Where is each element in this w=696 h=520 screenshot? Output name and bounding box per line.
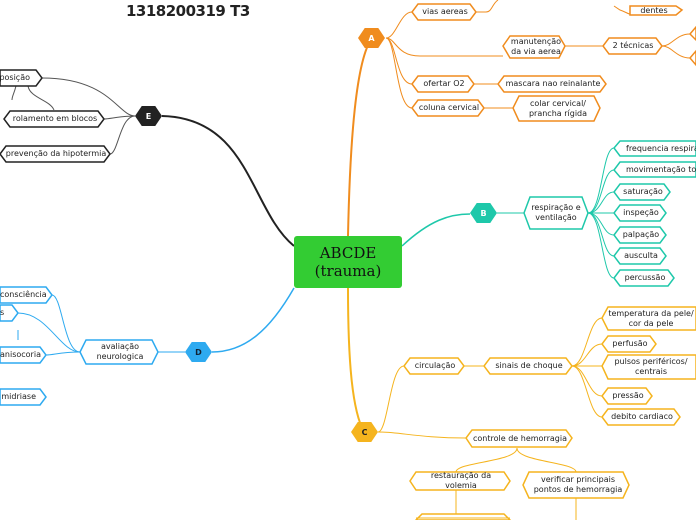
node-manutencao-via-aerea[interactable]: manutenção da via aerea [510,37,562,56]
connectors-A [385,0,691,109]
node-midriase[interactable]: midriase [1,392,36,401]
node-ausculta[interactable]: ausculta [624,251,658,260]
node-s[interactable]: s [0,308,5,317]
branch-c-hexagon[interactable]: C [351,422,378,442]
branch-e-hexagon[interactable]: E [135,106,162,126]
node-colar-cervical[interactable]: colar cervical/ prancha rígida [528,98,588,118]
node-inspecao[interactable]: inspeção [623,208,659,217]
connector-central-D [211,287,295,353]
node-vias-aereas[interactable]: vias aereas [422,7,468,16]
connector-central-C [347,287,365,433]
node-temperatura-pele[interactable]: temperatura da pele/ cor da pele [608,308,694,328]
node-palpacao[interactable]: palpação [622,230,660,239]
node-verificar-pontos-hemorragia[interactable]: verificar principais pontos de hemorragi… [533,475,623,494]
branch-a-hexagon[interactable]: A [358,28,385,48]
node-dentes[interactable]: dentes [640,5,668,15]
node-respiracao-ventilacao[interactable]: respiração e ventilação [531,203,581,222]
node-perfusao[interactable]: perfusão [612,339,648,348]
node-borders-E [0,69,111,163]
node-consciencia[interactable]: consciência [0,290,47,299]
node-restauracao-volemia[interactable]: restauração da volemia [430,471,492,490]
node-borders-A [411,3,696,122]
node-percussao[interactable]: percussão [624,273,666,282]
connectors-B [497,147,615,279]
node-coluna-cervical[interactable]: coluna cervical [418,103,480,112]
connectors-D [17,294,185,356]
node-prevencao-hipotermia[interactable]: prevenção da hipotermia [5,149,107,158]
node-borders-C [403,306,696,520]
central-topic[interactable]: ABCDE (trauma) [294,236,402,288]
node-borders-B [523,140,696,287]
node-ofertar-o2[interactable]: ofertar O2 [423,79,465,88]
connectors-C [377,317,603,520]
connector-central-E [161,115,295,247]
node-avaliacao-neurologica[interactable]: avaliação neurologica [96,342,144,361]
node-anisocoria[interactable]: anisocoria [0,350,41,359]
node-pulsos-perifericos[interactable]: pulsos periféricos/ centrais [614,357,688,376]
connector-central-B [401,213,471,247]
node-frequencia-respiratoria[interactable]: frequencia respiratoria [626,143,696,153]
branch-b-hexagon[interactable]: B [470,203,497,223]
node-controle-hemorragia[interactable]: controle de hemorragia [473,433,567,443]
connectors-E [11,77,136,155]
node-movimentacao-toracica[interactable]: movimentação toracica [626,164,696,174]
node-sinais-de-choque[interactable]: sinais de choque [495,361,563,370]
node-borders-D [0,286,159,406]
node-2-tecnicas[interactable]: 2 técnicas [612,41,654,50]
central-topic-line2: (trauma) [314,262,382,280]
node-debito-cardiaco[interactable]: debito cardiaco [611,412,673,421]
connector-central-A [347,37,373,237]
page-title: 1318200319 T3 [126,2,250,20]
node-mascara-nao-reinalante[interactable]: mascara nao reinalante [505,79,601,88]
central-topic-line1: ABCDE [319,244,377,262]
node-rolamento-em-blocos[interactable]: rolamento em blocos [12,114,98,123]
node-pressao[interactable]: pressão [612,391,644,400]
node-circulacao[interactable]: circulação [414,361,456,370]
node-saturacao[interactable]: saturação [623,187,663,196]
branch-d-hexagon[interactable]: D [185,342,212,362]
node-exposicao[interactable]: exposição [0,73,30,82]
